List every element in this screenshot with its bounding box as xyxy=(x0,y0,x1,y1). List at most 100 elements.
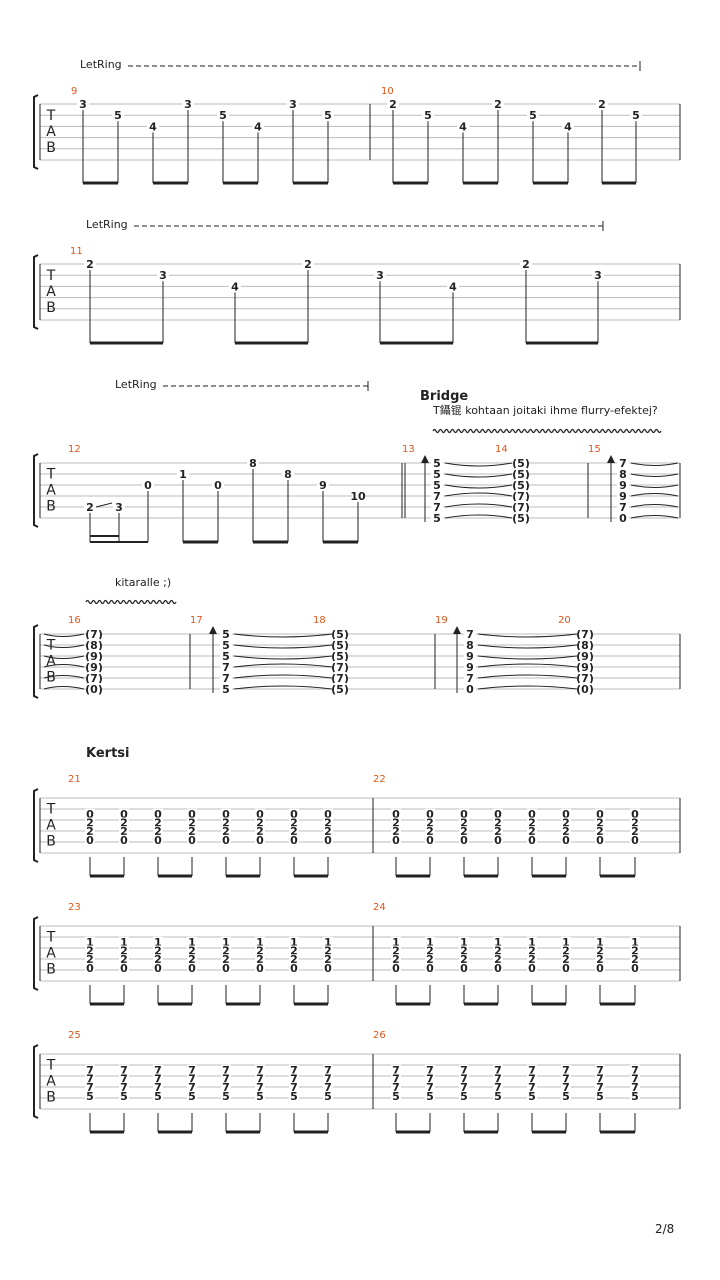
note-bg xyxy=(527,1064,537,1074)
note-bg xyxy=(217,109,229,121)
chord-fret: 7 xyxy=(324,1073,332,1086)
chord-fret: 7 xyxy=(222,672,230,685)
system-bracket xyxy=(33,453,39,528)
fret-number: 5 xyxy=(324,109,332,122)
chord-fret: (8) xyxy=(576,639,594,652)
chord-fret: 2 xyxy=(596,817,604,830)
chord-fret: 2 xyxy=(290,953,298,966)
chord-fret: 0 xyxy=(596,808,604,821)
note-bg xyxy=(334,650,346,661)
note-bg xyxy=(425,936,435,946)
note-bg xyxy=(617,490,629,501)
chord-fret: 1 xyxy=(188,936,196,949)
note-bg xyxy=(561,826,571,836)
fret-number: 2 xyxy=(522,258,530,271)
tie xyxy=(43,664,85,668)
chord-fret: 7 xyxy=(154,1073,162,1086)
note-bg xyxy=(595,945,605,955)
note-bg xyxy=(153,945,163,955)
chord-fret: 2 xyxy=(426,945,434,958)
tab-clef-t: T xyxy=(46,467,56,483)
note-bg xyxy=(85,962,95,972)
chord-fret: 2 xyxy=(256,953,264,966)
note-bg xyxy=(391,945,401,955)
note-bg xyxy=(221,826,231,836)
note-bg xyxy=(112,109,124,121)
note-bg xyxy=(561,954,571,964)
vibrato-line xyxy=(85,599,177,605)
chord-fret: 2 xyxy=(562,825,570,838)
chord-fret: 7 xyxy=(460,1064,468,1077)
tie xyxy=(444,492,513,497)
chord-fret: 2 xyxy=(631,945,639,958)
chord-fret: 0 xyxy=(460,834,468,847)
chord-fret: 2 xyxy=(528,817,536,830)
chord-fret: 7 xyxy=(619,457,627,470)
chord-fret: 0 xyxy=(528,962,536,975)
chord-fret: 2 xyxy=(460,825,468,838)
chord-fret: 1 xyxy=(596,936,604,949)
chord-fret: 7 xyxy=(86,1081,94,1094)
chord-fret: 0 xyxy=(596,834,604,847)
chord-fret: (9) xyxy=(85,661,103,674)
chord-fret: 9 xyxy=(466,661,474,674)
chord-fret: 1 xyxy=(528,936,536,949)
chord-fret: 7 xyxy=(596,1064,604,1077)
fret-number: 9 xyxy=(319,479,327,492)
chord-fret: 7 xyxy=(290,1064,298,1077)
note-bg xyxy=(289,1073,299,1083)
tab-clef-b: B xyxy=(46,140,56,156)
note-bg xyxy=(289,826,299,836)
measure-number: 10 xyxy=(381,86,394,97)
note-bg xyxy=(221,808,231,818)
chord-fret: 7 xyxy=(619,501,627,514)
tie xyxy=(630,504,679,508)
note-bg xyxy=(187,808,197,818)
note-bg xyxy=(84,501,96,512)
note-bg xyxy=(595,1082,605,1092)
fret-number: 3 xyxy=(594,269,602,282)
note-bg xyxy=(579,683,591,694)
chord-fret: 2 xyxy=(222,817,230,830)
note-bg xyxy=(493,936,503,946)
chord-fret: 2 xyxy=(154,825,162,838)
note-bg xyxy=(85,817,95,827)
chord-fret: 0 xyxy=(631,962,639,975)
note-bg xyxy=(425,1082,435,1092)
chord-fret: 7 xyxy=(426,1073,434,1086)
chord-fret: 0 xyxy=(426,962,434,975)
chord-fret: (7) xyxy=(85,628,103,641)
note-bg xyxy=(289,936,299,946)
note-bg xyxy=(391,936,401,946)
note-bg xyxy=(527,945,537,955)
chord-fret: 7 xyxy=(120,1064,128,1077)
chord-fret: 0 xyxy=(528,834,536,847)
chord-fret: 7 xyxy=(120,1073,128,1086)
note-bg xyxy=(459,808,469,818)
chord-fret: 5 xyxy=(256,1090,264,1103)
chord-fret: 0 xyxy=(324,808,332,821)
note-bg xyxy=(527,109,539,121)
tie xyxy=(43,655,85,659)
note-bg xyxy=(630,954,640,964)
note-bg xyxy=(391,1082,401,1092)
chord-fret: 2 xyxy=(494,945,502,958)
note-bg xyxy=(527,962,537,972)
tab-clef-a: A xyxy=(46,818,56,834)
chord-fret: 5 xyxy=(290,1090,298,1103)
tie xyxy=(444,503,513,508)
note-bg xyxy=(630,834,640,844)
tie xyxy=(444,473,513,478)
chord-fret: 2 xyxy=(528,953,536,966)
note-bg xyxy=(630,109,642,121)
note-bg xyxy=(431,512,443,523)
note-bg xyxy=(431,468,443,479)
chord-fret: 7 xyxy=(392,1064,400,1077)
chord-fret: 0 xyxy=(528,808,536,821)
note-bg xyxy=(527,834,537,844)
note-bg xyxy=(255,826,265,836)
note-bg xyxy=(289,962,299,972)
note-bg xyxy=(220,650,232,661)
chord-fret: 5 xyxy=(222,1090,230,1103)
note-bg xyxy=(323,962,333,972)
